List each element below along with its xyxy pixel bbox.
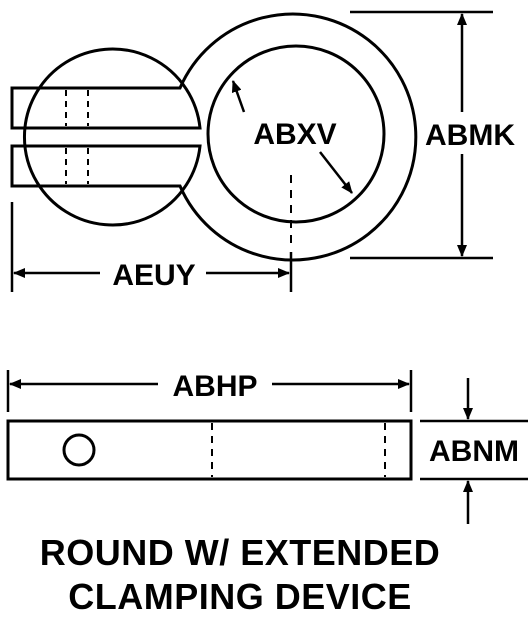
side-body xyxy=(6,419,413,481)
inner-diameter-label: ABXV xyxy=(253,118,336,151)
thickness-dimension xyxy=(420,378,528,524)
side-view xyxy=(6,419,413,481)
extension-length-label: AEUY xyxy=(112,259,195,292)
overall-length-label: ABHP xyxy=(172,370,257,403)
inner-circle xyxy=(206,44,386,224)
top-view xyxy=(10,12,418,262)
outer-height-label: ABMK xyxy=(425,119,515,152)
outer-height-dimension xyxy=(350,10,493,260)
outer-ring-outline xyxy=(10,12,418,262)
caption-line-2: CLAMPING DEVICE xyxy=(68,576,412,617)
bolt-hole xyxy=(62,433,96,467)
caption-line-1: ROUND W/ EXTENDED xyxy=(39,532,441,573)
inner-diameter-dimension xyxy=(231,80,353,194)
tab-hidden-lines xyxy=(65,90,89,184)
extension-length-dimension xyxy=(10,202,293,292)
overall-length-dimension xyxy=(6,370,413,412)
thickness-label: ABNM xyxy=(429,435,519,468)
